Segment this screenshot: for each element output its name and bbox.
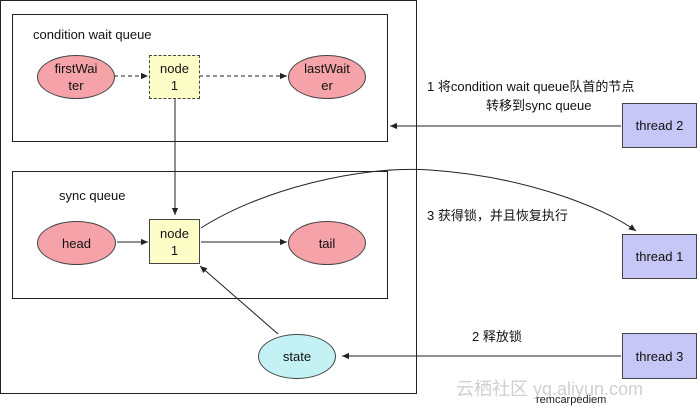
thread-1-box: thread 1	[622, 234, 697, 279]
condition-node-label-1: node	[160, 61, 189, 76]
thread-2-box: thread 2	[622, 103, 697, 148]
step2-annotation: 2 释放锁	[472, 329, 522, 344]
tail-ellipse: tail	[288, 221, 366, 265]
condition-queue-box	[12, 14, 388, 142]
state-ellipse: state	[258, 334, 336, 379]
watermark-author: remcarpediem	[536, 394, 607, 406]
last-waiter-ellipse: lastWait er	[288, 55, 366, 99]
first-waiter-ellipse: firstWai ter	[37, 55, 115, 99]
sync-node-label-1: node	[160, 225, 189, 241]
sync-queue-box	[12, 171, 388, 299]
sync-node-label-2: 1	[170, 242, 179, 258]
thread-3-box: thread 3	[622, 333, 697, 379]
last-waiter-label-2: er	[321, 78, 333, 93]
watermark-site: 云栖社区 yq.aliyun.com	[456, 379, 644, 399]
condition-node-1: node 1	[149, 55, 200, 99]
condition-queue-title: condition wait queue	[33, 27, 152, 42]
last-waiter-label-1: lastWait	[304, 61, 350, 76]
step3-annotation: 3 获得锁，并且恢复执行	[427, 208, 568, 223]
first-waiter-label-2: ter	[68, 78, 84, 93]
first-waiter-label-1: firstWai	[54, 61, 98, 76]
outer-frame	[0, 0, 417, 394]
condition-node-label-2: 1	[170, 78, 179, 93]
arrow-state-to-node	[199, 265, 279, 335]
step1-annotation-line1: 1 将condition wait queue队首的节点	[427, 79, 635, 94]
sync-node-1: node 1	[149, 219, 200, 264]
head-ellipse: head	[37, 221, 116, 265]
step1-annotation-line2: 转移到sync queue	[486, 98, 592, 113]
sync-queue-title: sync queue	[59, 188, 126, 203]
arrow-node-to-thread1	[200, 168, 637, 232]
